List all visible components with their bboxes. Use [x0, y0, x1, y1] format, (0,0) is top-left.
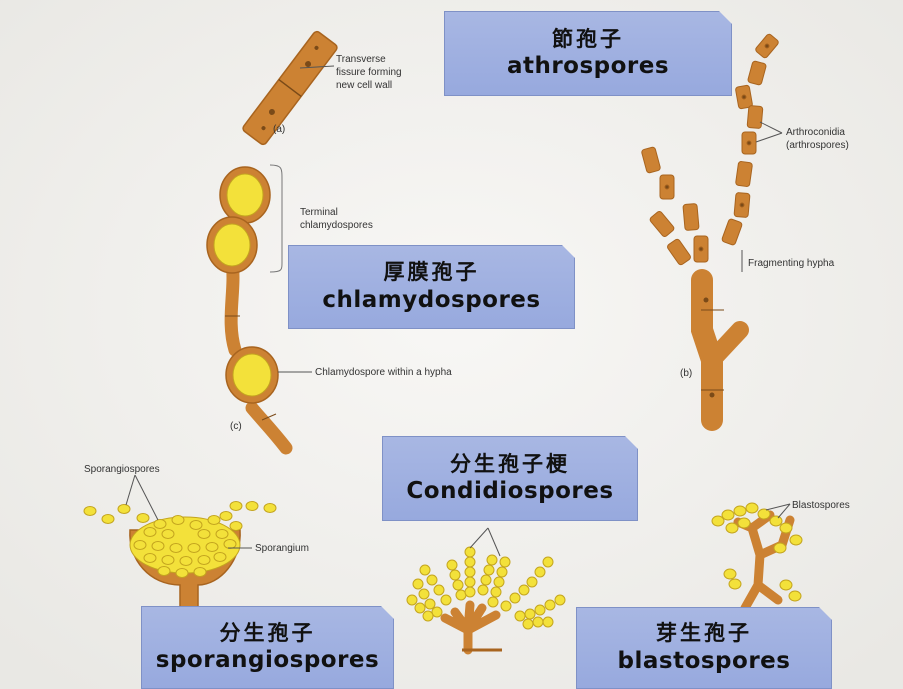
label-sporangium: Sporangium	[255, 543, 309, 554]
label-panel-c: (c)	[230, 421, 242, 432]
callout-athrospores-en: athrospores	[507, 52, 669, 80]
callout-sporangiospores-en: sporangiospores	[156, 646, 379, 674]
callout-chlamydospores-zh: 厚膜孢子	[384, 260, 480, 286]
label-terminal-2: chlamydospores	[300, 220, 373, 231]
label-fragmenting-hypha: Fragmenting hypha	[748, 258, 835, 269]
label-transverse-3: new cell wall	[336, 80, 392, 91]
label-chlamy-within: Chlamydospore within a hypha	[315, 367, 452, 378]
callout-condidiospores-zh: 分生孢子梗	[450, 452, 570, 478]
label-arthroconidia-2: (arthrospores)	[786, 140, 849, 151]
label-blastospores: Blastospores	[792, 500, 850, 511]
label-panel-a: (a)	[273, 124, 285, 135]
callout-sporangiospores: 分生孢子 sporangiospores	[141, 606, 394, 689]
callout-athrospores: 節孢子 athrospores	[444, 11, 732, 96]
callout-blastospores-en: blastospores	[618, 647, 791, 675]
intercalary-chlamydospore	[226, 347, 278, 403]
callout-athrospores-zh: 節孢子	[552, 27, 624, 53]
label-transverse-2: fissure forming	[336, 67, 402, 78]
callout-condidiospores: 分生孢子梗 Condidiospores	[382, 436, 638, 521]
label-panel-b: (b)	[680, 368, 692, 379]
callout-chlamydospores: 厚膜孢子 chlamydospores	[288, 245, 575, 329]
callout-sporangiospores-zh: 分生孢子	[220, 621, 316, 647]
callout-chlamydospores-en: chlamydospores	[322, 286, 540, 314]
label-terminal-1: Terminal	[300, 207, 338, 218]
callout-blastospores: 芽生孢子 blastospores	[576, 607, 832, 689]
callout-condidiospores-en: Condidiospores	[406, 477, 613, 505]
label-transverse-1: Transverse	[336, 54, 386, 65]
callout-blastospores-zh: 芽生孢子	[656, 621, 752, 647]
label-sporangiospores: Sporangiospores	[84, 464, 160, 475]
label-arthroconidia-1: Arthroconidia	[786, 127, 845, 138]
